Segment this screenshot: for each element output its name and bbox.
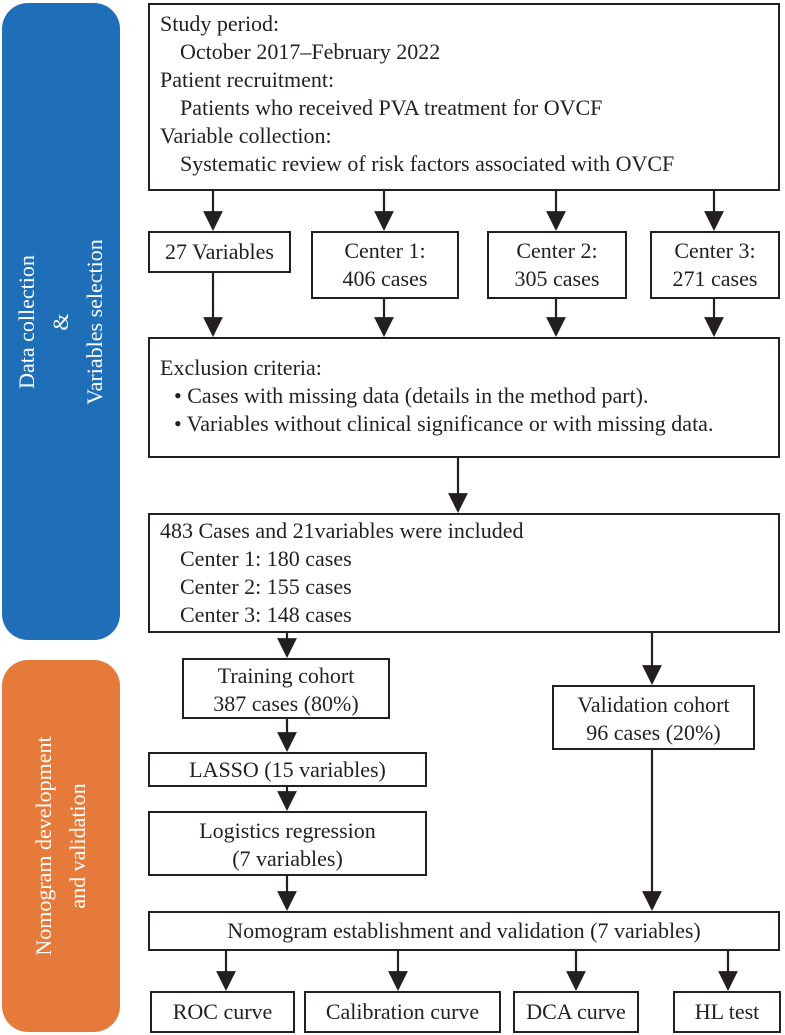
calibration-curve-label: Calibration curve [325, 999, 480, 1024]
center-1-box: Center 1: 406 cases [311, 231, 459, 299]
included-center-3: Center 3: 148 cases [180, 602, 352, 627]
variables-box: 27 Variables [148, 231, 291, 273]
hl-test-label: HL test [694, 999, 760, 1024]
roc-curve-label: ROC curve [172, 999, 273, 1024]
logistic-regression-box: Logistics regression (7 variables) [148, 811, 427, 876]
center-3-box: Center 3: 271 cases [650, 231, 780, 299]
validation-cohort-cases: 96 cases (20%) [586, 720, 721, 745]
center-3-cases: 271 cases [672, 266, 758, 291]
included-center-1: Center 1: 180 cases [180, 546, 352, 571]
logistic-regression-variables: (7 variables) [232, 846, 343, 871]
lasso-label: LASSO (15 variables) [189, 757, 386, 782]
patient-recruitment-value: Patients who received PVA treatment for … [180, 95, 603, 120]
center-2-name: Center 2: [516, 238, 598, 263]
study-period-value: October 2017–February 2022 [180, 39, 441, 64]
included-box: 483 Cases and 21variables were included … [148, 513, 780, 633]
data-collection-panel: Data collection & Variables selection [2, 3, 120, 640]
exclusion-criteria-box: Exclusion criteria: • Cases with missing… [148, 337, 780, 458]
variable-collection-label: Variable collection: [160, 123, 332, 148]
logistic-regression-title: Logistics regression [199, 818, 376, 843]
training-cohort-cases: 387 cases (80%) [213, 691, 359, 716]
training-cohort-box: Training cohort 387 cases (80%) [182, 658, 390, 719]
nomogram-box: Nomogram establishment and validation (7… [148, 911, 780, 951]
patient-recruitment-label: Patient recruitment: [160, 67, 335, 92]
variables-count: 27 Variables [165, 239, 274, 264]
study-period-label: Study period: [160, 11, 280, 36]
exclusion-item: • Variables without clinical significanc… [174, 411, 714, 436]
study-info-box: Study period: October 2017–February 2022… [148, 3, 780, 191]
included-title: 483 Cases and 21variables were included [160, 518, 524, 543]
center-3-name: Center 3: [674, 238, 756, 263]
exclusion-title: Exclusion criteria: [160, 355, 322, 380]
calibration-curve-box: Calibration curve [304, 991, 501, 1033]
variable-collection-value: Systematic review of risk factors associ… [180, 151, 675, 176]
center-2-cases: 305 cases [514, 266, 600, 291]
nomogram-panel: Nomogram development and validation [2, 660, 120, 1032]
center-1-name: Center 1: [344, 238, 426, 263]
roc-curve-box: ROC curve [150, 991, 295, 1033]
exclusion-item: • Cases with missing data (details in th… [174, 383, 649, 408]
validation-cohort-box: Validation cohort 96 cases (20%) [552, 685, 755, 750]
validation-cohort-title: Validation cohort [577, 692, 730, 717]
nomogram-label: Nomogram establishment and validation (7… [227, 918, 701, 943]
center-2-box: Center 2: 305 cases [487, 231, 627, 299]
training-cohort-title: Training cohort [217, 663, 355, 688]
included-center-2: Center 2: 155 cases [180, 574, 352, 599]
lasso-box: LASSO (15 variables) [148, 752, 427, 787]
hl-test-box: HL test [673, 991, 781, 1033]
dca-curve-label: DCA curve [526, 999, 626, 1024]
center-1-cases: 406 cases [342, 266, 428, 291]
dca-curve-box: DCA curve [513, 991, 639, 1033]
